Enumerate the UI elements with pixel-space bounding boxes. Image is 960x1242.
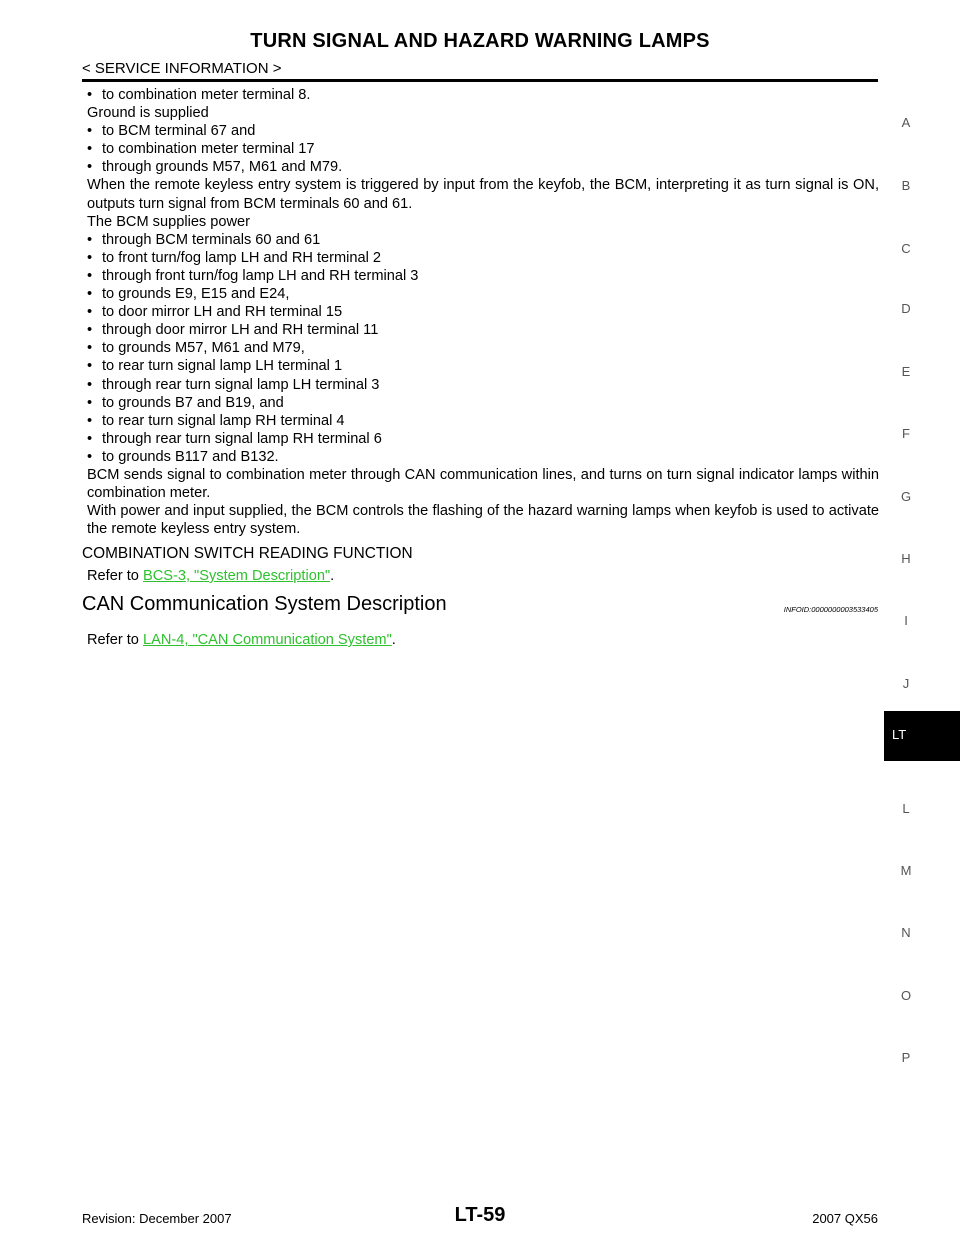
reference-suffix: . — [330, 568, 335, 584]
bullet-item: • to grounds B7 and B19, and — [87, 394, 879, 412]
bullet-dot: • — [87, 448, 93, 465]
bullet-dot: • — [87, 141, 93, 158]
bullet-item: • to front turn/fog lamp LH and RH termin… — [87, 249, 879, 267]
bullet-dot: • — [87, 358, 93, 375]
side-index-letter[interactable]: N — [901, 925, 911, 940]
bullet-text: to rear turn signal lamp LH terminal 1 — [102, 358, 343, 375]
section-label: < SERVICE INFORMATION > — [82, 60, 282, 77]
side-index-letter[interactable]: A — [901, 115, 911, 130]
side-index-active-label: LT — [892, 727, 907, 742]
bullet-item: • to rear turn signal lamp RH terminal 4 — [87, 412, 879, 430]
bullet-item: • to rear turn signal lamp LH terminal 1 — [87, 357, 879, 375]
bullet-text: through rear turn signal lamp RH termina… — [102, 430, 382, 447]
reference-prefix: Refer to — [87, 568, 143, 584]
bullet-item: • to combination meter terminal 8. — [87, 86, 879, 104]
bullet-dot: • — [87, 430, 93, 447]
bullet-dot: • — [87, 159, 93, 176]
side-index-letter[interactable]: I — [904, 613, 908, 628]
bullet-dot: • — [87, 322, 93, 339]
bullet-text: through rear turn signal lamp LH termina… — [102, 376, 380, 393]
bullet-text: to grounds M57, M61 and M79, — [102, 340, 305, 357]
bullet-text: through door mirror LH and RH terminal 1… — [102, 322, 379, 339]
combination-switch-reference: Refer to BCS-3, "System Description". — [87, 568, 334, 584]
side-index-letter[interactable]: L — [902, 801, 910, 816]
bullet-item: • through front turn/fog lamp LH and RH t… — [87, 267, 879, 285]
bullet-text: to grounds B7 and B19, and — [102, 394, 284, 411]
side-index-letter[interactable]: F — [902, 426, 910, 441]
reference-suffix: . — [391, 632, 396, 648]
bullet-dot: • — [87, 267, 93, 284]
bullet-item: • through rear turn signal lamp RH termin… — [87, 430, 879, 448]
paragraph-line: When the remote keyless entry system is … — [87, 177, 879, 212]
bullet-text: through BCM terminals 60 and 61 — [102, 231, 321, 248]
bullet-dot: • — [87, 340, 93, 357]
bullet-dot: • — [87, 376, 93, 393]
reference-prefix: Refer to — [87, 632, 143, 648]
bullet-text: through front turn/fog lamp LH and RH te… — [102, 267, 419, 284]
paragraph-line: The BCM supplies power — [87, 213, 251, 230]
side-index-letter[interactable]: H — [901, 551, 911, 566]
bullet-dot: • — [87, 304, 93, 321]
bullet-item: • through BCM terminals 60 and 61 — [87, 231, 879, 249]
lan-can-communication-link[interactable]: LAN-4, "CAN Communication System" — [142, 632, 392, 648]
bullet-text: to rear turn signal lamp RH terminal 4 — [102, 412, 345, 429]
side-index-letter[interactable]: G — [900, 489, 912, 504]
info-id: INFOID:0000000003533405 — [783, 605, 878, 614]
bcs-system-description-link[interactable]: BCS-3, "System Description" — [142, 568, 331, 584]
side-index-letter[interactable]: D — [901, 301, 911, 316]
side-index-letter[interactable]: J — [902, 676, 910, 691]
side-index-letter[interactable]: B — [901, 178, 911, 193]
bullet-dot: • — [87, 123, 93, 140]
bullet-text: to door mirror LH and RH terminal 15 — [102, 304, 343, 321]
side-index-letter[interactable]: O — [900, 988, 912, 1003]
footer-model: 2007 QX56 — [812, 1211, 878, 1226]
side-index-letter[interactable]: M — [900, 863, 912, 878]
side-index-active-tab[interactable]: LT — [884, 711, 960, 761]
footer-page-number: LT-59 — [454, 1204, 506, 1226]
bullet-dot: • — [87, 394, 93, 411]
bullet-dot: • — [87, 286, 93, 303]
paragraph-line: With power and input supplied, the BCM c… — [87, 503, 879, 538]
side-index-letter[interactable]: E — [901, 364, 911, 379]
bullet-dot: • — [87, 412, 93, 429]
bullet-text: to combination meter terminal 8. — [102, 87, 311, 103]
side-index-letter[interactable]: C — [901, 241, 911, 256]
bullet-text: to grounds B117 and B132. — [102, 448, 279, 465]
bullet-text: through grounds M57, M61 and M79. — [102, 159, 343, 176]
can-section-reference: Refer to LAN-4, "CAN Communication Syste… — [87, 632, 396, 648]
bullet-item: • to grounds E9, E15 and E24, — [87, 285, 879, 303]
paragraph-line: BCM sends signal to combination meter th… — [87, 466, 879, 502]
bullet-text: to front turn/fog lamp LH and RH termina… — [102, 249, 382, 266]
header-rule — [82, 79, 878, 82]
bullet-item: • to combination meter terminal 17 — [87, 140, 879, 158]
bullet-item: • to door mirror LH and RH terminal 15 — [87, 303, 879, 321]
body-text: • to combination meter terminal 8. Ground … — [87, 86, 879, 538]
bullet-item: • to grounds B117 and B132. — [87, 448, 879, 466]
page-title: TURN SIGNAL AND HAZARD WARNING LAMPS — [250, 30, 710, 52]
bullet-dot: • — [87, 87, 93, 103]
paragraph-line: Ground is supplied — [87, 105, 209, 122]
combination-switch-heading: COMBINATION SWITCH READING FUNCTION — [82, 545, 413, 562]
bullet-text: to combination meter terminal 17 — [102, 141, 315, 158]
bullet-item: • to BCM terminal 67 and — [87, 122, 879, 140]
bullet-text: to grounds E9, E15 and E24, — [102, 286, 290, 303]
bullet-dot: • — [87, 249, 93, 266]
footer-revision: Revision: December 2007 — [82, 1211, 232, 1226]
bullet-text: to BCM terminal 67 and — [102, 123, 256, 140]
bullet-item: • through door mirror LH and RH terminal … — [87, 321, 879, 339]
side-index-letter[interactable]: P — [901, 1050, 911, 1065]
bullet-item: • to grounds M57, M61 and M79, — [87, 339, 879, 357]
bullet-item: • through rear turn signal lamp LH termin… — [87, 376, 879, 394]
can-section-heading: CAN Communication System Description — [82, 593, 447, 615]
bullet-dot: • — [87, 231, 93, 248]
bullet-item: • through grounds M57, M61 and M79. — [87, 158, 879, 176]
